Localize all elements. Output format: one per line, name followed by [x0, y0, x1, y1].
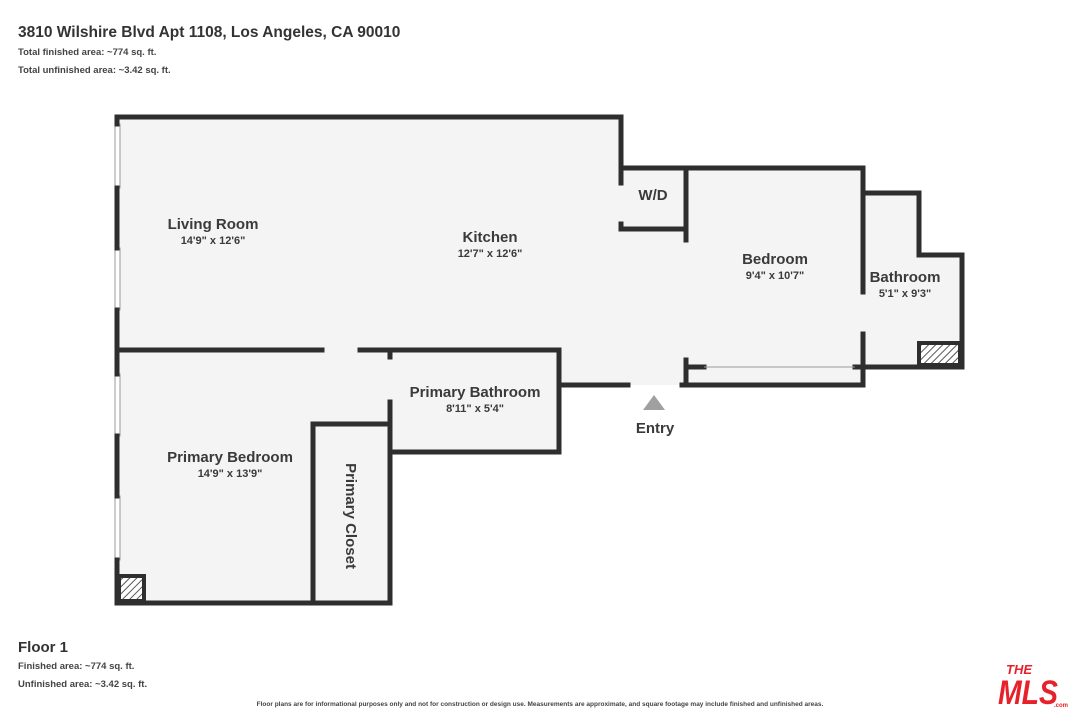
entry-label: Entry — [636, 420, 675, 437]
window — [114, 123, 121, 189]
mls-logo-suffix: .com — [1054, 703, 1068, 709]
total-unfinished-area: Total unfinished area: ~3.42 sq. ft. — [18, 65, 171, 76]
hatched-utility-bathroom — [917, 341, 962, 367]
wd-fill — [621, 172, 686, 229]
bathroom-dims: 5'1" x 9'3" — [879, 288, 931, 300]
wall — [114, 449, 393, 606]
floor-title: Floor 1 — [18, 639, 69, 656]
wall — [310, 421, 393, 606]
entry-arrow-icon — [643, 395, 665, 410]
window — [114, 373, 121, 437]
primary-bedroom-fill — [117, 350, 390, 603]
window — [114, 247, 121, 311]
primary-bedroom-dims: 14'9" x 13'9" — [198, 468, 263, 480]
window — [114, 495, 121, 561]
primary-bathroom-fill — [390, 350, 559, 452]
mls-logo: THE MLS .com — [998, 662, 1068, 712]
bedroom-dims: 9'4" x 10'7" — [746, 270, 804, 282]
primary-bedroom-name: Primary Bedroom — [167, 449, 293, 466]
primary-bathroom-name: Primary Bathroom — [410, 384, 541, 401]
wall — [114, 114, 689, 171]
bathroom-name: Bathroom — [870, 269, 941, 286]
total-finished-area: Total finished area: ~774 sq. ft. — [18, 47, 157, 58]
wd-name: W/D — [638, 187, 667, 204]
hatched-utility-primary-bedroom — [117, 574, 146, 603]
bathroom-fill — [863, 193, 962, 367]
floor-finished-area: Finished area: ~774 sq. ft. — [18, 661, 135, 672]
walls — [114, 114, 965, 606]
floor-unfinished-area: Unfinished area: ~3.42 sq. ft. — [18, 679, 148, 690]
property-address: 3810 Wilshire Blvd Apt 1108, Los Angeles… — [18, 24, 401, 41]
primary-bathroom-dims: 8'11" x 5'4" — [446, 403, 504, 415]
kitchen-dims: 12'7" x 12'6" — [458, 248, 523, 260]
wall — [618, 221, 689, 232]
bedroom-fill — [686, 168, 863, 386]
living-room-name: Living Room — [168, 216, 259, 233]
bedroom-name: Bedroom — [742, 251, 808, 268]
mls-logo-main: MLS — [998, 674, 1058, 712]
kitchen-name: Kitchen — [462, 229, 517, 246]
living-room-dims: 14'9" x 12'6" — [181, 235, 246, 247]
disclaimer-text: Floor plans are for informational purpos… — [256, 701, 824, 708]
room-fills — [117, 117, 962, 603]
mls-logo-top: THE — [1006, 662, 1032, 677]
wall — [683, 165, 866, 295]
main-area-fill — [117, 117, 686, 385]
primary-closet-name: Primary Closet — [342, 463, 359, 569]
